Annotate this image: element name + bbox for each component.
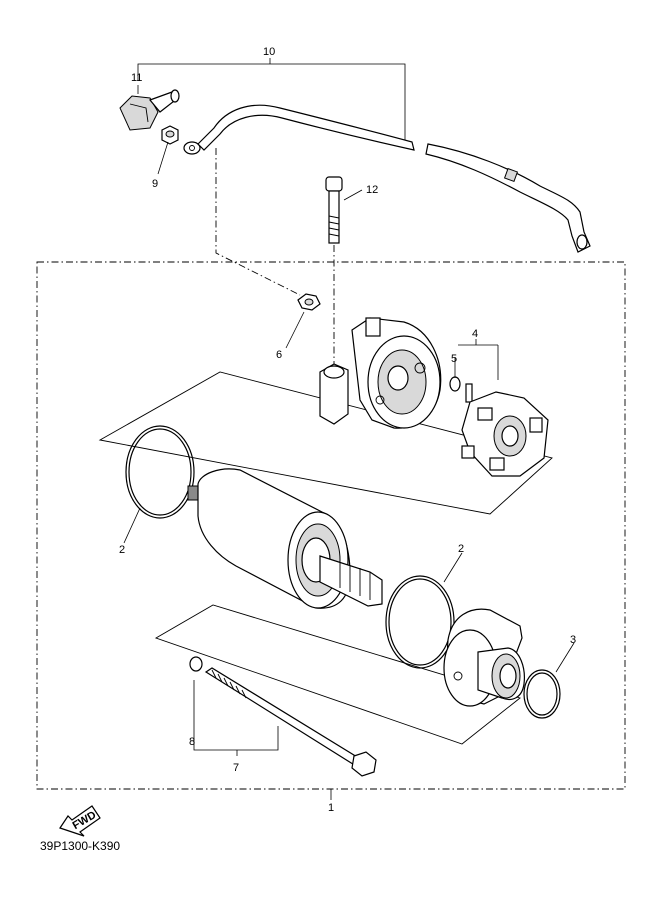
o-ring-part-2-right xyxy=(385,575,455,669)
front-cover xyxy=(443,608,525,707)
bracket-7-8 xyxy=(193,680,279,756)
bracket-4 xyxy=(458,339,499,380)
rear-group-plane xyxy=(98,371,553,515)
bolt-part-7 xyxy=(204,667,377,777)
diagram-code: 39P1300-K390 xyxy=(40,839,121,853)
nut-part-9 xyxy=(161,125,179,145)
o-ring-part-2-right-inner xyxy=(388,578,452,666)
callout-3: 3 xyxy=(570,634,576,646)
o-ring-part-2-left xyxy=(125,425,195,519)
terminal-cap-part-11 xyxy=(119,89,180,131)
front-group-plane xyxy=(154,604,521,745)
nut-part-6 xyxy=(297,293,321,311)
brush-holder-part-4 xyxy=(461,383,549,477)
washer-part-5 xyxy=(449,376,461,392)
o-ring-part-3 xyxy=(523,669,561,719)
callout-2-right: 2 xyxy=(458,543,464,555)
rear-cover xyxy=(319,317,442,429)
callout-8: 8 xyxy=(189,736,195,748)
callout-10: 10 xyxy=(263,46,275,58)
callout-1: 1 xyxy=(328,802,334,814)
callout-2-left: 2 xyxy=(119,544,125,556)
callout-7: 7 xyxy=(233,762,239,774)
callout-5: 5 xyxy=(451,353,457,365)
bolt-part-12 xyxy=(325,176,343,244)
bracket-10 xyxy=(137,58,406,140)
alignment-line-terminal xyxy=(215,148,301,296)
o-ring-part-2-left-inner xyxy=(128,428,192,516)
callout-leaders xyxy=(123,85,575,673)
callout-6: 6 xyxy=(276,349,282,361)
lead-wire-part-10 xyxy=(183,104,591,253)
callout-9: 9 xyxy=(152,178,158,190)
callout-4: 4 xyxy=(472,328,478,340)
o-ring-part-3-inner xyxy=(526,672,558,716)
fwd-arrow-icon: FWD xyxy=(59,805,101,837)
washer-part-8 xyxy=(189,656,203,672)
callout-11: 11 xyxy=(131,72,142,84)
callout-12: 12 xyxy=(366,184,378,196)
motor-yoke xyxy=(187,468,383,609)
